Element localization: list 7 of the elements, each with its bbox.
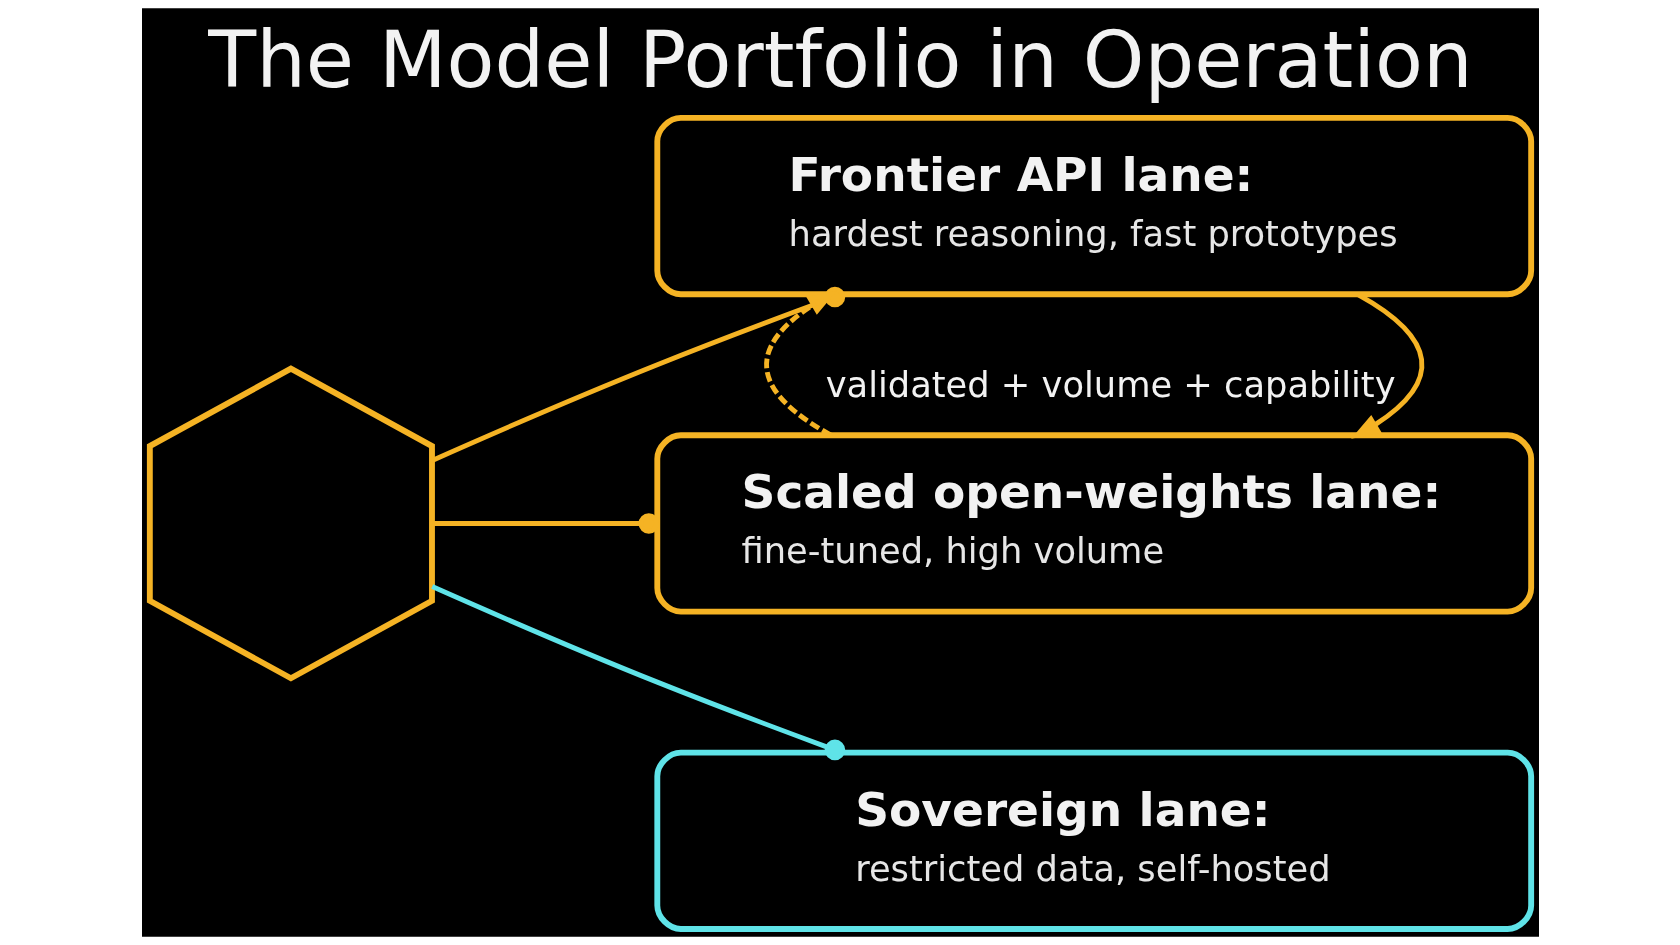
connector: [430, 584, 845, 761]
diagram-title: The Model Portfolio in Operation: [207, 13, 1473, 105]
edge-label: validated + volume + capability: [825, 363, 1396, 405]
node-hexagon: [146, 365, 435, 682]
node-box: Scaled open-weights lane: fine-tuned, high volume: [653, 432, 1534, 615]
node-box: Frontier API lane: hardest reasoning, fast prototypes: [653, 114, 1534, 298]
node-box: Sovereign lane: restricted data, self-hosted: [653, 749, 1534, 932]
